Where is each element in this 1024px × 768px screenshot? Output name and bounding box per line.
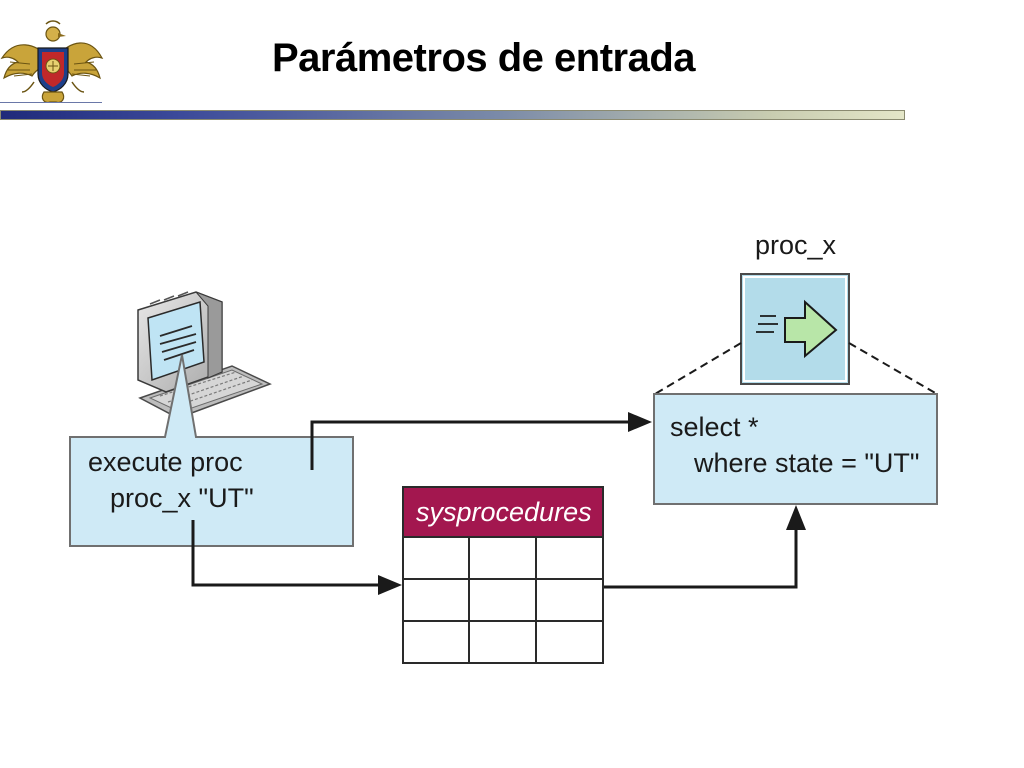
logo-underline <box>0 102 102 103</box>
client-box-line2: proc_x "UT" <box>110 483 254 513</box>
procedure-label: proc_x <box>755 230 837 260</box>
slide-title: Parámetros de entrada <box>272 36 696 80</box>
university-crest-logo <box>0 20 104 103</box>
sysprocedures-table <box>402 486 604 664</box>
dashed-connector-right <box>848 342 938 395</box>
dashed-connector-left <box>654 342 742 395</box>
arrow-table-to-server <box>604 505 806 589</box>
header-gradient-bar <box>0 110 905 120</box>
client-box-line1: execute proc <box>88 447 243 477</box>
arrow-client-to-server <box>310 412 652 470</box>
arrow-client-to-table <box>191 520 402 595</box>
table-header-label: sysprocedures <box>416 497 592 527</box>
server-query-box <box>653 393 938 505</box>
server-box-line2: where state = "UT" <box>693 448 920 478</box>
server-box-line1: select * <box>670 412 759 442</box>
client-callout-box <box>69 354 354 547</box>
computer-icon <box>137 291 272 419</box>
procedure-icon <box>740 273 850 385</box>
